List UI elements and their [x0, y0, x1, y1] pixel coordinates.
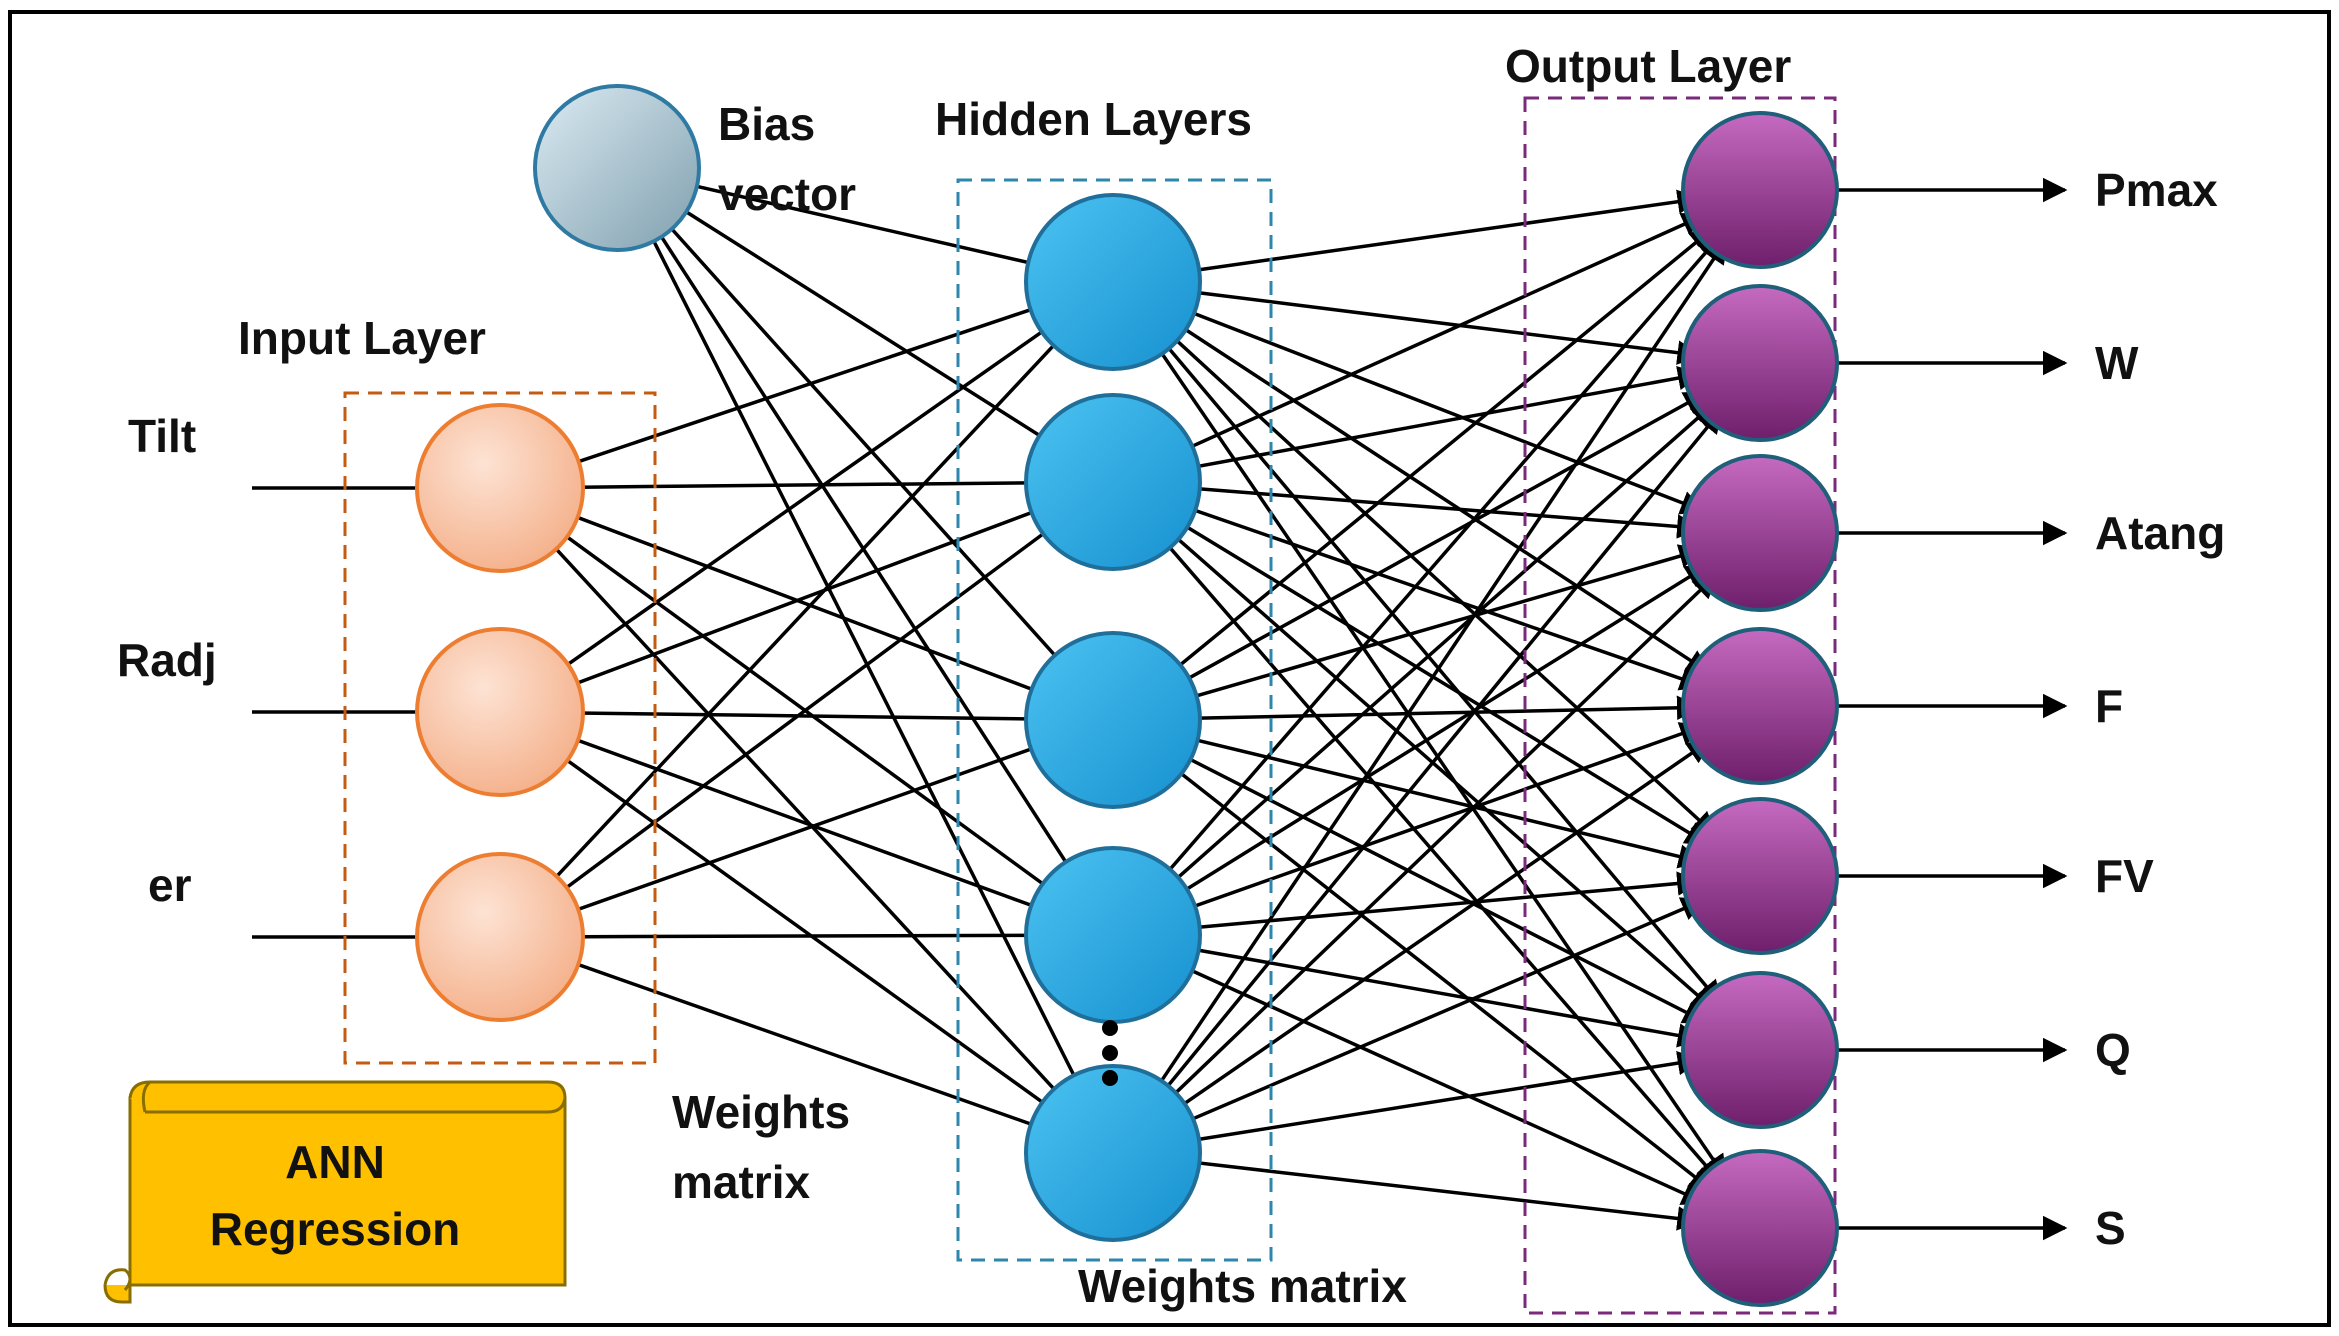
output-node [1681, 797, 1839, 955]
connection-arrow [1169, 1157, 1702, 1231]
output-label: S [2095, 1202, 2126, 1254]
output-layer-title: Output Layer [1505, 40, 1791, 92]
connection-arrow [1164, 897, 1707, 1133]
output-layer-box [1523, 96, 1837, 1315]
weights-label-bottom: Weights matrix [1078, 1260, 1407, 1312]
connection-arrow [1168, 943, 1703, 1048]
connection-arrow [1148, 324, 1723, 1006]
connection-arrow [1158, 739, 1712, 1123]
output-node [1681, 971, 1839, 1129]
connection-arrow [545, 743, 1066, 1119]
connection-arrow [1159, 311, 1712, 675]
output-node [1681, 1149, 1839, 1307]
connection-arrow [553, 296, 1058, 472]
input-label: er [148, 859, 192, 911]
connection-arrow [1152, 573, 1718, 1115]
input-node [415, 627, 585, 797]
connection-arrow [552, 729, 1058, 919]
connection-arrow [1169, 189, 1703, 276]
hidden-node [1024, 193, 1202, 371]
connection-arrow [1164, 212, 1707, 461]
hidden-node [1024, 631, 1202, 809]
connection-arrow [1162, 390, 1709, 694]
connection-arrow [1156, 753, 1714, 1192]
output-node [1681, 111, 1839, 269]
connection-arrow [1165, 300, 1706, 515]
input-node [415, 852, 585, 1022]
connection-arrow [1169, 484, 1702, 539]
input-node [415, 403, 585, 573]
hidden-ellipsis [1102, 1020, 1118, 1086]
hidden-node [1024, 846, 1202, 1024]
connection-arrow [553, 736, 1058, 920]
connection-arrow [1149, 234, 1722, 894]
ann-regression-banner: ANN Regression [103, 1080, 567, 1304]
connection-arrow [1160, 510, 1710, 846]
hidden-layer-box [956, 178, 1273, 1262]
connection-arrow [1169, 871, 1702, 932]
output-label: FV [2095, 850, 2154, 902]
banner-line2: Regression [210, 1203, 461, 1255]
connection-arrow [556, 706, 1055, 732]
connections [252, 177, 2068, 1241]
connection-arrow [1167, 544, 1704, 706]
connection-arrow [552, 499, 1059, 694]
connection-arrow [1169, 287, 1702, 365]
connection-arrow [1169, 695, 1702, 721]
input-label: Radj [117, 634, 217, 686]
connection-arrow [650, 237, 1088, 1101]
connection-arrow [1154, 518, 1716, 1012]
input-label: Tilt [128, 410, 196, 462]
connection-arrow [1160, 563, 1711, 907]
connection-arrow [1143, 328, 1728, 1180]
connection-arrow [552, 506, 1059, 703]
connection-arrow [658, 233, 1082, 886]
connection-arrow [537, 528, 1074, 1110]
weights-label-line1: Weights [672, 1086, 850, 1138]
output-node [1681, 454, 1839, 612]
output-label: Atang [2095, 507, 2225, 559]
connection-arrow [1147, 408, 1723, 1111]
connection-arrow [1169, 1050, 1703, 1146]
input-layer-title: Input Layer [238, 312, 486, 364]
bias-label-line1: Bias [718, 98, 815, 150]
connection-arrow [1168, 731, 1704, 869]
output-label: F [2095, 680, 2123, 732]
weights-label-line2: matrix [672, 1156, 810, 1208]
hidden-layer-title: Hidden Layers [935, 93, 1252, 145]
connection-arrow [668, 225, 1074, 677]
input-layer-box [343, 391, 657, 1065]
connection-arrow [556, 923, 1055, 948]
hidden-node [1024, 1064, 1202, 1242]
connection-arrow [1166, 722, 1705, 918]
bias-node [533, 84, 701, 252]
banner-line1: ANN [285, 1136, 385, 1188]
hidden-node [1024, 393, 1202, 571]
connection-arrow [1154, 401, 1717, 899]
connection-arrow [693, 183, 1056, 276]
connection-arrow [1168, 365, 1703, 474]
output-label: Q [2095, 1024, 2131, 1076]
connection-arrow [545, 315, 1066, 681]
bias-label-line2: vector [718, 168, 856, 220]
connection-arrow [553, 954, 1058, 1137]
connection-arrow [1162, 744, 1708, 1024]
output-node [1681, 284, 1839, 442]
connection-arrow [1143, 238, 1728, 1107]
connection-arrow [1153, 319, 1717, 837]
output-node [1681, 627, 1839, 785]
output-label: Pmax [2095, 164, 2218, 216]
output-label: W [2095, 337, 2139, 389]
connection-arrow [1166, 498, 1705, 691]
connection-arrow [1164, 956, 1707, 1205]
connection-arrow [544, 516, 1066, 905]
connection-arrow [537, 324, 1073, 897]
connection-arrow [682, 208, 1064, 451]
connection-arrow [556, 470, 1055, 496]
connection-arrow [1155, 227, 1715, 686]
